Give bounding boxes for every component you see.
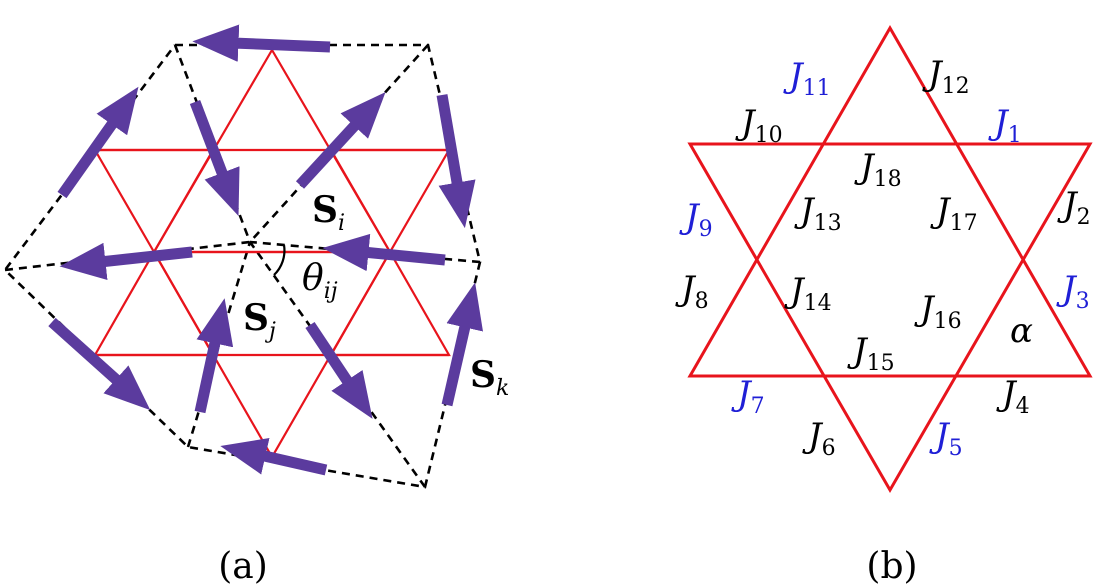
- spin-label-i: Si: [312, 189, 345, 236]
- hexagram-up-triangle: [687, 24, 1093, 378]
- hexagram: [687, 24, 1093, 493]
- dashed-diagonal: [186, 241, 252, 448]
- spin-arrow: [322, 233, 446, 272]
- coupling-label-j4: J4: [996, 374, 1030, 419]
- coupling-label-j15: J15: [847, 331, 895, 376]
- coupling-label-j10: J10: [735, 103, 783, 148]
- hexagram-down-triangle: [687, 142, 1093, 493]
- panel-a: Si Sj θij Sk (a): [3, 24, 509, 586]
- coupling-label-j1: J1: [988, 103, 1022, 148]
- coupling-label-j18: J18: [854, 147, 902, 192]
- kagome-triangle: [93, 148, 215, 255]
- spin-arrow: [220, 437, 328, 476]
- spin-arrow: [59, 242, 193, 280]
- kagome-triangle: [329, 148, 451, 255]
- spin-label-k: Sk: [470, 354, 509, 401]
- alpha-label: α: [1010, 311, 1033, 351]
- coupling-label-j16: J16: [914, 289, 962, 334]
- spin-arrow: [57, 86, 139, 199]
- dashed-frame: [3, 43, 482, 489]
- coupling-label-j12: J12: [922, 54, 970, 99]
- kagome-triangle: [329, 249, 451, 357]
- coupling-label-j7: J7: [731, 374, 765, 419]
- spin-arrow: [194, 298, 234, 414]
- coupling-label-j5: J5: [929, 416, 963, 461]
- coupling-label-j17: J17: [930, 191, 978, 236]
- angle-arc: [273, 244, 286, 276]
- coupling-label-j13: J13: [794, 191, 842, 236]
- kagome-triangle: [93, 249, 215, 357]
- coupling-label-j3: J3: [1056, 269, 1090, 314]
- coupling-label-j14: J14: [784, 271, 832, 316]
- spin-arrows: [48, 24, 484, 476]
- spin-arrow: [48, 317, 151, 411]
- caption-a: (a): [218, 546, 268, 586]
- coupling-label-j6: J6: [802, 416, 836, 461]
- spin-arrow: [192, 24, 331, 62]
- angle-label: θij: [302, 258, 338, 304]
- caption-b: (b): [866, 546, 917, 586]
- coupling-label-j11: J11: [783, 56, 831, 101]
- spin-arrow: [436, 94, 476, 229]
- coupling-label-j9: J9: [679, 197, 713, 242]
- spin-arrow: [305, 321, 373, 419]
- coupling-label-j8: J8: [675, 269, 709, 314]
- spin-arrow: [295, 92, 386, 189]
- coupling-label-j2: J2: [1057, 185, 1091, 230]
- spin-arrow: [189, 100, 240, 217]
- spin-label-j: Sj: [243, 297, 276, 344]
- spin-arrow: [441, 282, 484, 407]
